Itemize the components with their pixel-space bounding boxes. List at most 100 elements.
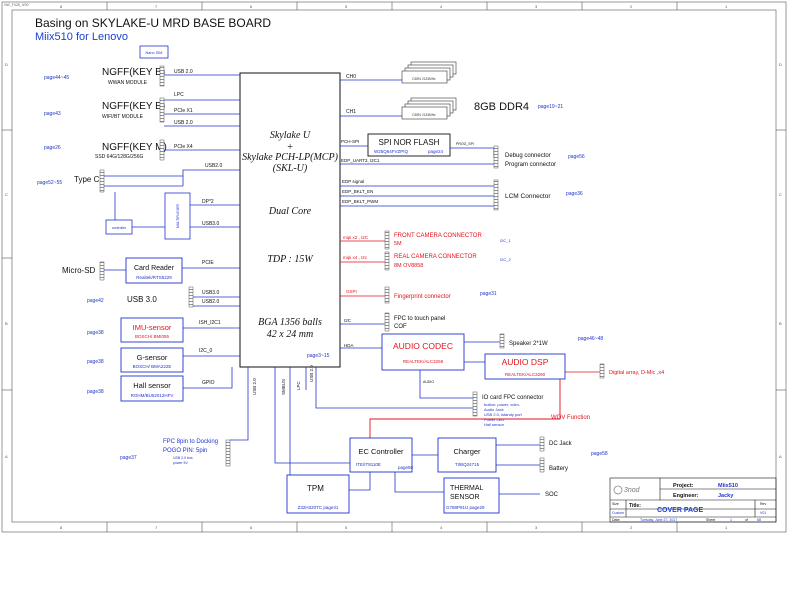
io-card-connector	[472, 391, 478, 417]
cpu-line: 42 x 24 mm	[267, 329, 313, 340]
wov-wire	[369, 379, 561, 438]
col-label: 4	[440, 4, 443, 9]
svg-text:AUDIO CODEC: AUDIO CODEC	[393, 341, 453, 351]
fpc-line: POGO PIN: 5pin	[163, 448, 207, 454]
prog-spi-wire	[450, 147, 495, 158]
ddr4-label: 8GB DDR4	[474, 101, 529, 113]
ec-controller-box: EC Controller ITE/IT8110E page50	[349, 437, 414, 473]
svg-text:MULTIPLEXER: MULTIPLEXER	[176, 204, 180, 229]
fpc-line: FPC 8pin to Docking	[163, 439, 218, 445]
cpu-line: BGA 1356 balls	[258, 317, 322, 328]
spi-flash-box: SPI NOR FLASH W25Q64FVZPIQ page24	[367, 133, 451, 157]
bus-label: PCIE	[202, 260, 214, 266]
row-label: D	[5, 62, 8, 67]
row-label: C	[5, 192, 8, 197]
bus-label: EDP signal	[342, 179, 364, 184]
svg-text:SENSOR: SENSOR	[450, 494, 480, 501]
cpu-line: Dual Core	[268, 206, 312, 217]
tiny-ref: HW_F428_9/30	[4, 3, 29, 7]
svg-text:Z32H320TC page41: Z32H320TC page41	[298, 505, 339, 510]
front-cam-label: FRONT CAMERA CONNECTOR	[394, 233, 482, 239]
col-label: 3	[535, 525, 538, 530]
front-cam-sub: 5M	[394, 241, 402, 247]
microsd-connector	[99, 261, 105, 281]
col-label: 2	[630, 525, 633, 530]
col-label: 1	[725, 4, 728, 9]
bus-label: LPC	[296, 380, 301, 390]
fp-page: page31	[480, 291, 497, 297]
io-card-item: Power LED	[484, 417, 504, 422]
row-label: A	[5, 454, 8, 459]
nano-sim: Nano SIM	[139, 45, 169, 59]
col-label: 5	[345, 4, 348, 9]
dimm-label: DDR4 2133MHz	[412, 113, 436, 117]
page-subtitle: Miix510 for Lenovo	[35, 31, 128, 43]
g-sensor-box: G-sensor BOSCH/ BMA222E	[120, 347, 184, 373]
imu-sensor-box: IMU-sensor BOSCH/ BMI055	[120, 317, 184, 343]
svg-text:page24: page24	[428, 149, 444, 154]
tb-label: Title:	[629, 503, 641, 509]
dmic-connector	[599, 363, 605, 379]
cpu-block: Skylake U + Skylake PCH-LP(MCP) (SKL-U) …	[239, 72, 341, 368]
ssd-title: NGFF(KEY M)	[102, 142, 167, 153]
bus-label: USB2.0	[205, 163, 222, 169]
audio-signal: AUDIO	[423, 380, 434, 384]
tb-label: Date:	[612, 518, 620, 522]
fpc-line: power 5V	[173, 461, 188, 465]
wifi-page: page43	[44, 111, 61, 117]
power-page: page58	[591, 451, 608, 457]
usb3-page: page42	[87, 298, 104, 304]
svg-text:REALTEK/ALC3268: REALTEK/ALC3268	[403, 359, 444, 364]
col-label: 5	[345, 525, 348, 530]
fp-label: Fingerprint connector	[394, 294, 451, 300]
sheet-border	[1, 1, 787, 533]
svg-text:BOSCH/ BMA222E: BOSCH/ BMA222E	[133, 364, 172, 369]
bus-label: mipi x2 , I2C	[343, 235, 369, 240]
tb-title: COVER PAGE	[657, 507, 703, 514]
bus-label: I2C_0	[199, 348, 213, 354]
tb-label: Size	[612, 502, 619, 506]
speaker-connector	[499, 333, 505, 349]
cpu-line: +	[287, 142, 294, 153]
svg-text:ROHM/BU52012HFV: ROHM/BU52012HFV	[131, 393, 174, 398]
lcm-page: page36	[566, 191, 583, 197]
typec-page: page52~55	[37, 180, 62, 186]
tb-of: 68	[757, 518, 761, 522]
real-cam-sub: 8M OV8858	[394, 263, 423, 269]
tb-label: Project:	[673, 483, 694, 489]
ec-thermal-wire	[394, 472, 444, 493]
lcm-connector	[493, 179, 499, 211]
usb3-wires	[193, 296, 240, 307]
border-markers: 8 7 6 5 4 3 2 1 8 7 6 5 4 3 2 1 D C B A …	[5, 4, 782, 530]
bus-label: CH0	[346, 74, 356, 80]
svg-text:3nod: 3nod	[624, 487, 641, 494]
wifi-connector	[159, 97, 165, 123]
svg-text:W25Q64FVZPIQ: W25Q64FVZPIQ	[374, 149, 409, 154]
col-label: 2	[630, 4, 633, 9]
bus-label: USB3.0	[202, 221, 219, 227]
bus-label: ISH_I2C1	[199, 320, 221, 326]
tb-project: Miix510	[718, 483, 738, 489]
tb-label: of	[745, 518, 748, 522]
fpc-connector	[225, 439, 231, 467]
tb-label: Engineer:	[673, 493, 699, 499]
tpm-box: TPM Z32H320TC page41	[286, 474, 350, 514]
svg-text:TI/BQ24715: TI/BQ24715	[455, 462, 480, 467]
col-label: 4	[440, 525, 443, 530]
real-cam-connector	[384, 251, 390, 271]
bus-label: SMBUS	[281, 379, 286, 395]
bus-label: CH1	[346, 109, 356, 115]
hall-page: page38	[87, 389, 104, 395]
bus-label: GSPI	[346, 289, 357, 294]
svg-text:BOSCH/ BMI055: BOSCH/ BMI055	[135, 334, 170, 339]
svg-text:G788P81U page29: G788P81U page29	[446, 505, 485, 510]
fp-connector	[384, 286, 390, 304]
bus-label: LPC	[174, 92, 184, 98]
audio-dsp-box: AUDIO DSP REALTEK/ALC3290	[484, 353, 566, 380]
svg-text:IMU-sensor: IMU-sensor	[133, 323, 172, 332]
svg-text:Nano SIM: Nano SIM	[146, 51, 163, 55]
real-cam-label: REAL CAMERA CONNECTOR	[394, 254, 477, 260]
speaker-label: Speaker 2*1W	[509, 341, 548, 347]
tpm-wire	[349, 472, 371, 491]
tb-label: Rev	[760, 502, 766, 506]
